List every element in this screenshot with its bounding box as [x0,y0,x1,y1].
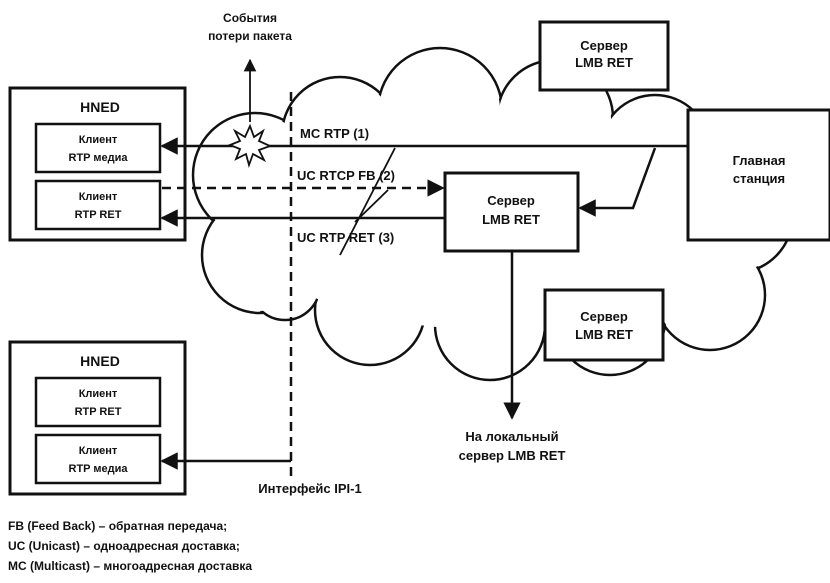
server-center-label-2: LMB RET [482,212,540,227]
server-top-label-2: LMB RET [575,55,633,70]
uc-rtp-ret-label: UC RTP RET (3) [297,230,394,245]
head-station-label-2: станция [733,171,785,186]
server-center-label-1: Сервер [487,193,535,208]
hned-top: HNED Клиент RTP медиа Клиент RTP RET [8,86,187,242]
server-lower-label-2: LMB RET [575,327,633,342]
packet-loss-event-label-1: События [223,11,277,25]
local-server-label-1: На локальный [465,429,558,444]
hned-bottom-client2-label-2: RTP медиа [69,463,129,475]
hned-bottom-client1-label-2: RTP RET [75,406,122,418]
server-lower-label-1: Сервер [580,309,628,324]
mc-rtp-label: MC RTP (1) [300,126,369,141]
head-station: Главная станция [686,108,830,242]
legend-item-uc: UC (Unicast) – одноадресная доставка; [8,539,240,553]
local-server-label-2: сервер LMB RET [459,448,566,463]
head-to-center-server-arrow [578,147,657,217]
legend-item-fb: FB (Feed Back) – обратная передача; [8,519,227,533]
packet-loss-star-icon [227,123,273,168]
hned-top-title: HNED [80,99,120,115]
hned-bottom-title: HNED [80,353,120,369]
server-top-label-1: Сервер [580,38,628,53]
hned-bottom: HNED Клиент RTP RET Клиент RTP медиа [8,340,187,496]
hned-top-client2-label-2: RTP RET [75,209,122,221]
hned-bottom-client1-label-1: Клиент [79,388,118,400]
hned-top-client1-label-2: RTP медиа [69,152,129,164]
ipi1-interface-label: Интерфейс IPI-1 [258,481,361,496]
head-station-label-1: Главная [733,153,786,168]
hned-top-client1-label-1: Клиент [79,134,118,146]
hned-bottom-client2-label-1: Клиент [79,445,118,457]
server-lmb-ret-top: Сервер LMB RET [538,20,670,92]
uc-rtcp-fb-label: UC RTCP FB (2) [297,168,395,183]
server-lmb-ret-lower: Сервер LMB RET [543,288,665,362]
legend-item-mc: MC (Multicast) – многоадресная доставка [8,559,252,573]
hned-top-client2-label-1: Клиент [79,191,118,203]
server-lmb-ret-center: Сервер LMB RET [443,171,580,253]
mc-rtp-label-connector [339,147,396,256]
legend: FB (Feed Back) – обратная передача; UC (… [8,519,252,573]
uc-rtcp-label-connector [354,189,389,223]
packet-loss-event-label-2: потери пакета [208,29,292,43]
